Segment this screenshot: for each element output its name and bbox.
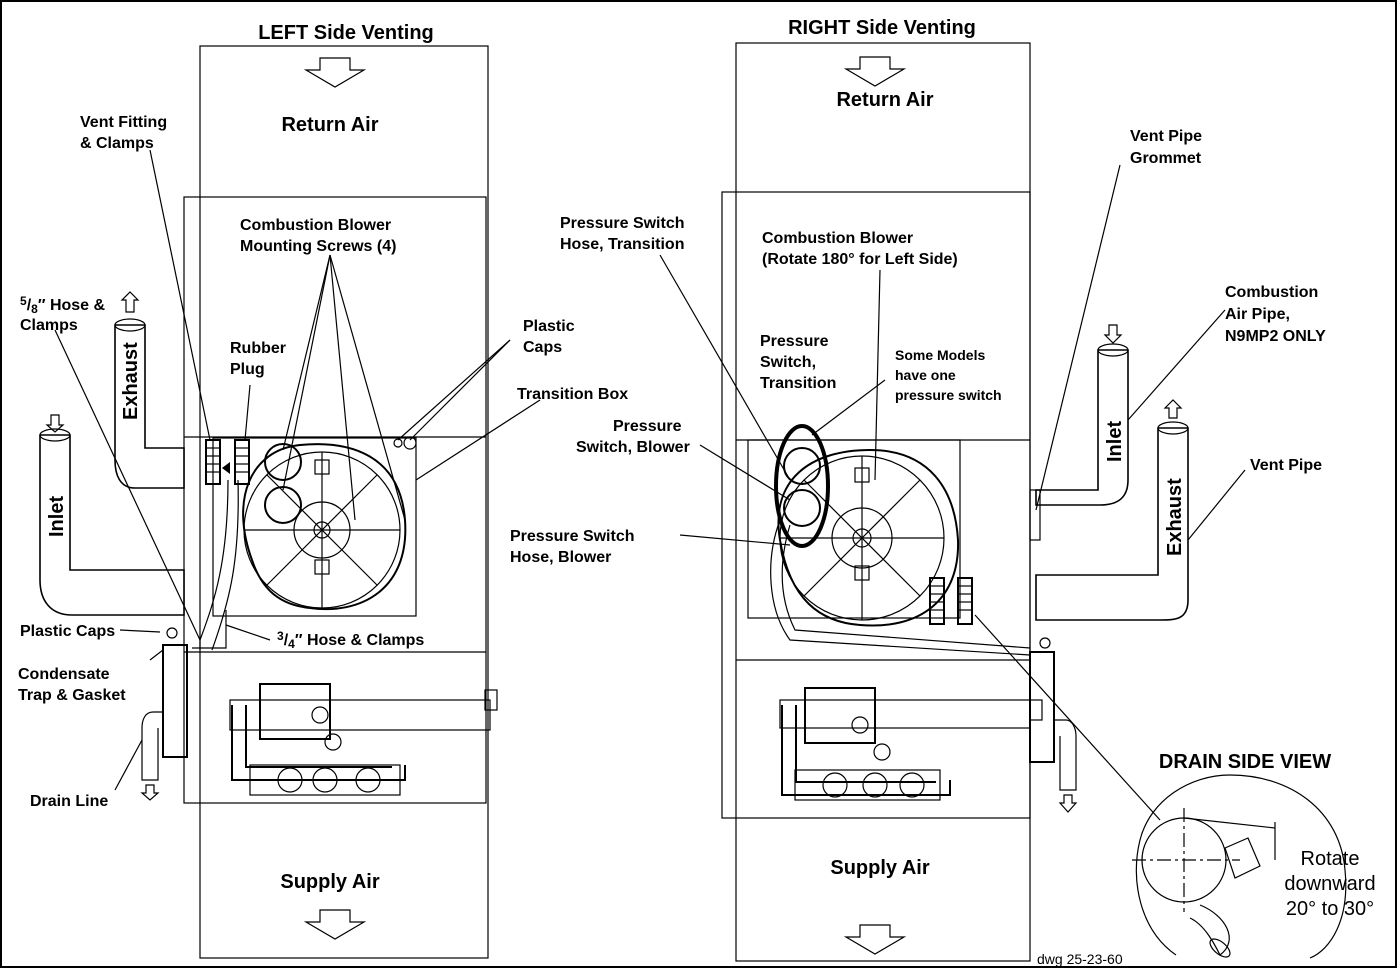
ps-transition-label: Pressure [760, 333, 829, 350]
right-vent-fitting [929, 577, 945, 625]
hose-34-label: 3/4″ Hose & Clamps [277, 629, 424, 651]
left-exhaust-label: Exhaust [120, 342, 142, 420]
ps-hose-blower-label-2: Hose, Blower [510, 549, 611, 566]
hose-58-label-2: Clamps [20, 317, 78, 334]
drain-side-view-title: DRAIN SIDE VIEW [1159, 751, 1331, 773]
right-return-air-label: Return Air [836, 89, 933, 111]
supply-air-arrow-icon [303, 909, 367, 940]
vent-pipe-label: Vent Pipe [1250, 457, 1322, 474]
combustion-blower-label: Combustion Blower [762, 230, 913, 247]
plastic-caps-label: Plastic Caps [20, 623, 115, 640]
vent-fitting-label-2: & Clamps [80, 135, 154, 152]
right-exhaust-pipe [1035, 427, 1189, 621]
left-condensate-trap [162, 644, 188, 758]
right-exhaust-up-arrow-icon [1163, 399, 1183, 419]
condensate-label: Condensate [18, 666, 110, 683]
inlet-down-arrow-icon [45, 414, 65, 433]
combustion-air-label-2: Air Pipe, [1225, 306, 1290, 323]
rotate-label: Rotate [1301, 848, 1360, 870]
left-burner-assembly [249, 764, 401, 796]
some-models-label-3: pressure switch [895, 387, 1002, 403]
left-supply-air-label: Supply Air [280, 871, 379, 893]
left-vent-fitting [205, 439, 221, 485]
combustion-blower-label-2: (Rotate 180° for Left Side) [762, 251, 958, 268]
right-gas-valve [804, 687, 876, 744]
ps-transition-label-2: Switch, [760, 354, 816, 371]
right-inlet-label: Inlet [1104, 421, 1126, 462]
right-pressure-switch-top [783, 447, 821, 485]
left-gas-valve [259, 683, 331, 740]
left-cabinet [183, 196, 487, 804]
vent-fitting-label: Vent Fitting [80, 114, 167, 131]
ps-transition-label-3: Transition [760, 375, 836, 392]
return-air-arrow-icon [303, 57, 367, 88]
right-pressure-switch-bottom [783, 489, 821, 527]
left-pressure-switch-bottom [264, 486, 302, 524]
rubber-plug-label-2: Plug [230, 361, 265, 378]
left-title: LEFT Side Venting [258, 22, 434, 44]
left-pressure-switch-top [264, 443, 302, 481]
hose-58-label: 5/8″ Hose & [20, 294, 106, 316]
left-drain-line [141, 711, 163, 781]
some-models-label: Some Models [895, 347, 985, 363]
exhaust-up-arrow-icon [120, 291, 140, 313]
right-title: RIGHT Side Venting [788, 17, 976, 39]
rotate-label-2: downward [1284, 873, 1375, 895]
drain-side-view [1132, 774, 1347, 959]
right-burner-assembly [794, 769, 941, 801]
ps-hose-blower-label: Pressure Switch [510, 528, 635, 545]
blower-screws-label-2: Mounting Screws (4) [240, 238, 396, 255]
pressure-switch-highlight-oval [774, 424, 830, 548]
left-inlet-label: Inlet [46, 496, 68, 537]
right-inlet-down-arrow-icon [1103, 324, 1123, 344]
left-transition-box [212, 437, 417, 617]
right-supply-air-arrow-icon [843, 924, 907, 955]
left-duct [199, 45, 489, 959]
right-combustion-blower [777, 448, 960, 627]
vent-grommet-label: Vent Pipe [1130, 128, 1202, 145]
right-supply-air-label: Supply Air [830, 857, 929, 879]
ps-blower-label-2: Switch, Blower [576, 439, 690, 456]
rotate-label-3: 20° to 30° [1286, 898, 1374, 920]
left-leader-lines [54, 149, 541, 791]
blower-screws-label: Combustion Blower [240, 217, 391, 234]
right-furnace [721, 42, 1189, 962]
right-exhaust-label: Exhaust [1164, 478, 1186, 556]
transition-box-label: Transition Box [517, 386, 628, 403]
ps-hose-transition-label-2: Hose, Transition [560, 236, 684, 253]
left-inlet-pipe [39, 434, 185, 616]
right-transition-box [747, 439, 961, 619]
drawing-number: dwg 25-23-60 [1037, 951, 1123, 967]
combustion-air-label-3: N9MP2 ONLY [1225, 328, 1326, 345]
plastic-caps-top-label: Plastic [523, 318, 575, 335]
left-arrow-icon [222, 462, 230, 474]
right-drain-line [1054, 719, 1077, 791]
left-exhaust-pipe [114, 324, 185, 489]
left-return-air-label: Return Air [281, 114, 378, 136]
drain-line-label: Drain Line [30, 793, 108, 810]
condensate-label-2: Trap & Gasket [18, 687, 126, 704]
left-furnace [39, 45, 498, 959]
combustion-air-label: Combustion [1225, 284, 1318, 301]
ps-blower-label: Pressure [613, 418, 682, 435]
right-return-air-arrow-icon [843, 56, 907, 87]
plastic-caps-top-label-2: Caps [523, 339, 562, 356]
some-models-label-2: have one [895, 367, 956, 383]
ps-hose-transition-label: Pressure Switch [560, 215, 685, 232]
right-leader-lines [659, 164, 1246, 821]
rubber-plug-label: Rubber [230, 340, 286, 357]
right-inlet-pipe [1035, 349, 1129, 506]
vent-grommet-label-2: Grommet [1130, 150, 1202, 167]
